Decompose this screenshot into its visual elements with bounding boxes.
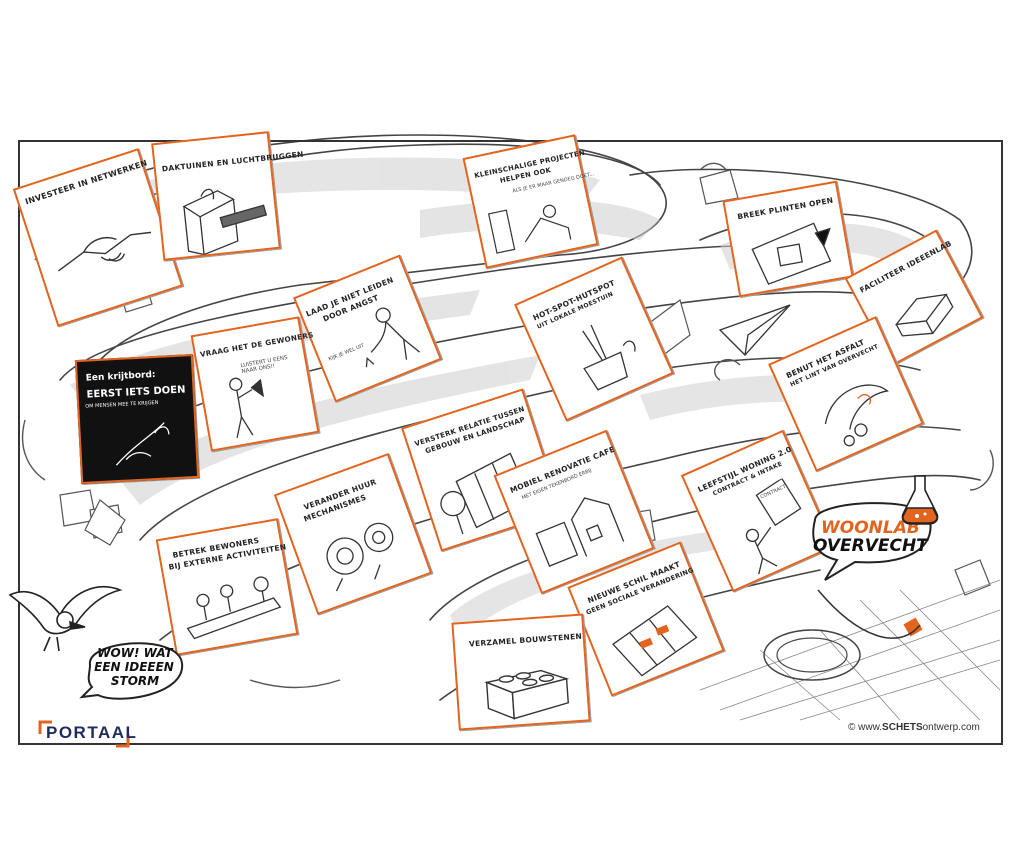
card-investeer-in-netwerken: Investeer in netwerken (12, 148, 184, 327)
wow-line-1: WOW! WAT (97, 646, 173, 660)
card-hot-spot-hutspot: Hot-spot-hutspot uit lokale moestuin (514, 256, 674, 422)
handshake-icon (57, 231, 152, 272)
card-breek-plinten-open: Breek plinten open (722, 180, 854, 298)
portaal-logo-text: PORTAAL (46, 723, 138, 742)
woonlab-subtitle: OVERVECHT (813, 536, 928, 556)
credit-suffix: ontwerp.com (922, 722, 980, 733)
card-nieuwe-schil: Nieuwe schil maakt geen sociale verander… (567, 541, 725, 697)
card-leefstijl-woning: Leefstijl woning 2.0 Contract & intake C… (680, 429, 836, 593)
blackboard-line-3: om mensen mee te krijgen (85, 399, 159, 410)
lab-flask-icon (901, 475, 939, 525)
wow-bubble: WOW! WAT EEN IDEEEN STORM (78, 625, 188, 710)
card-vraag-het-de-gewoners: Vraag het de gewoners Luistert u eens na… (190, 316, 320, 452)
credit-brand: SCHETS (882, 722, 923, 733)
lego-brick-icon (484, 669, 570, 720)
blackboard-line-1: Een krijtbord: (85, 369, 156, 384)
woonlab-bubble: WOONLAB OVERVECHT (795, 490, 945, 590)
paper-plane-icon (718, 304, 791, 356)
card-kleinschalige-projecten: Kleinschalige projecten helpen ook Als j… (462, 134, 599, 269)
card-laad-je-niet-leiden: Laad je niet leiden door angst Kijk je w… (293, 254, 442, 403)
picture-frame (18, 140, 1003, 745)
woonlab-title: WOONLAB (821, 518, 920, 538)
seagull-icon (8, 586, 123, 652)
card-verzamel-bouwstenen: Verzamel bouwstenen (451, 613, 591, 731)
wow-line-2: EEN IDEEEN (94, 660, 174, 674)
card-verander-huur-mechanismes: Verander huur mechanismes (273, 452, 433, 616)
wow-line-3: STORM (110, 674, 160, 688)
card-benut-het-asfalt: Benut het asfalt het lint van Overvecht (768, 316, 924, 472)
portaal-logo: PORTAAL (38, 720, 136, 748)
blackboard-line-2: Eerst iets doen (86, 384, 186, 401)
card-betrek-bewoners: Betrek bewoners bij externe activiteiten (155, 518, 299, 656)
credit-prefix: © www. (848, 722, 883, 733)
credit-line: © www.SCHETSontwerp.com (848, 722, 980, 733)
card-mobiel-renovatie-cafe: Mobiel renovatie cafe met eigen tekenbor… (493, 429, 655, 595)
card-faciliteer-ideeenlab: Faciliteer ideeenlab (844, 229, 984, 367)
card-een-krijtbord: Een krijtbord: Eerst iets doen om mensen… (74, 353, 200, 485)
card-daktuinen-en-luchtbruggen: Daktuinen en luchtbruggen (151, 131, 304, 261)
